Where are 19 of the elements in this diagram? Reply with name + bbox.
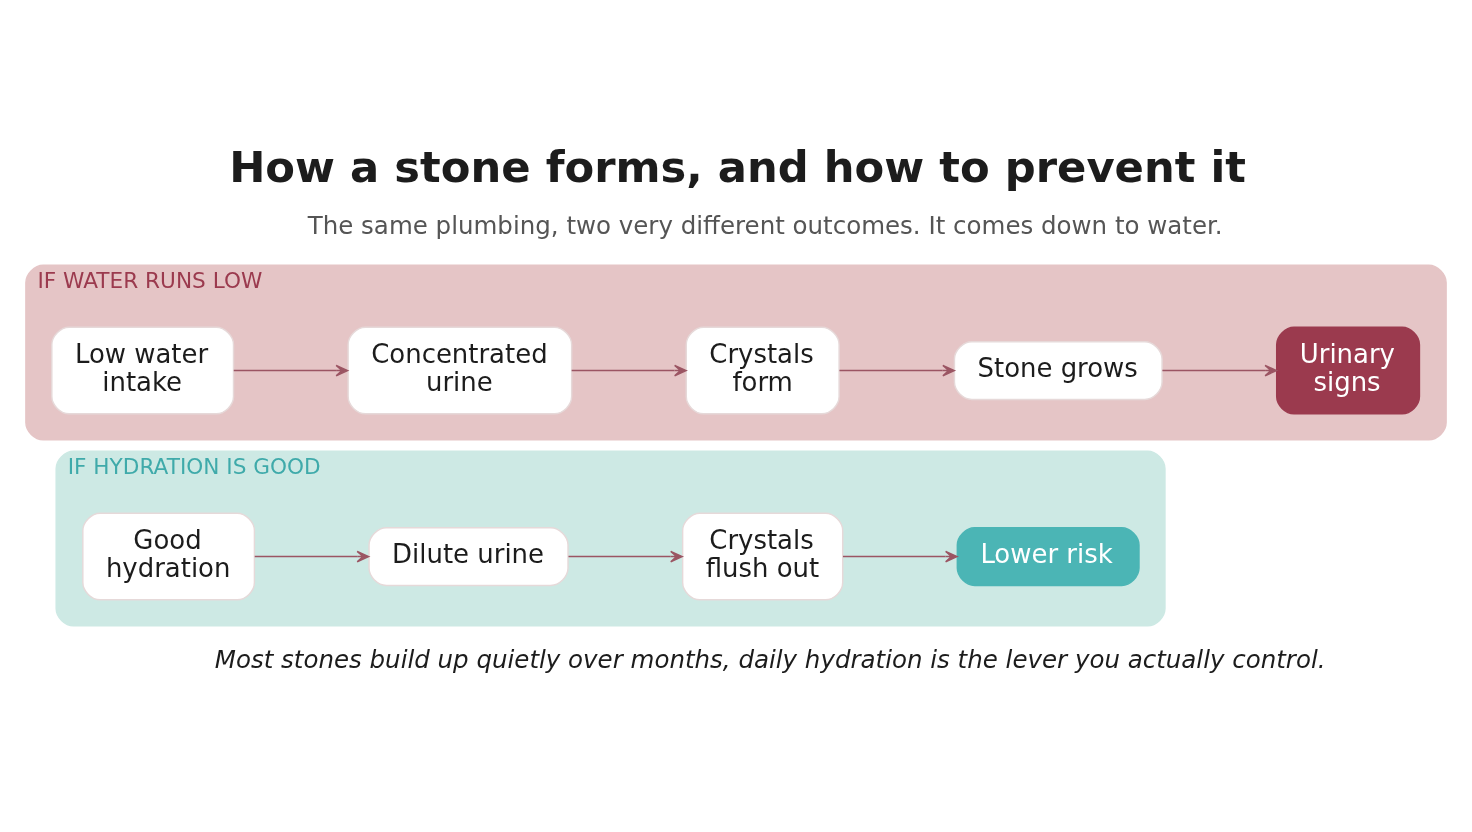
node-box: Lower risk [956,527,1140,587]
arrow [1161,364,1278,377]
node-box: Concentrated urine [347,326,573,415]
caption: Most stones build up quietly over months, daily hydration is the lever you actually control. [214,644,1326,674]
label: The same plumbing, two very different outcomes. It comes down to water. [307,210,1223,240]
arrow [838,364,956,377]
node-box: Dilute urine [368,527,569,587]
node-box: Low water intake [51,326,235,415]
arrow [567,550,683,563]
arrow [254,550,370,563]
arrow [233,364,349,377]
node-box: Crystals form [685,326,840,415]
node-box: Stone grows [953,341,1163,401]
diagram-title: How a stone forms, and how to prevent it [229,141,1246,192]
node-box: Crystals flush out [681,512,844,601]
arrow [842,550,958,563]
node-box: Good hydration [82,512,256,601]
node-box: Urinary signs [1276,326,1421,415]
arrow [570,364,687,377]
